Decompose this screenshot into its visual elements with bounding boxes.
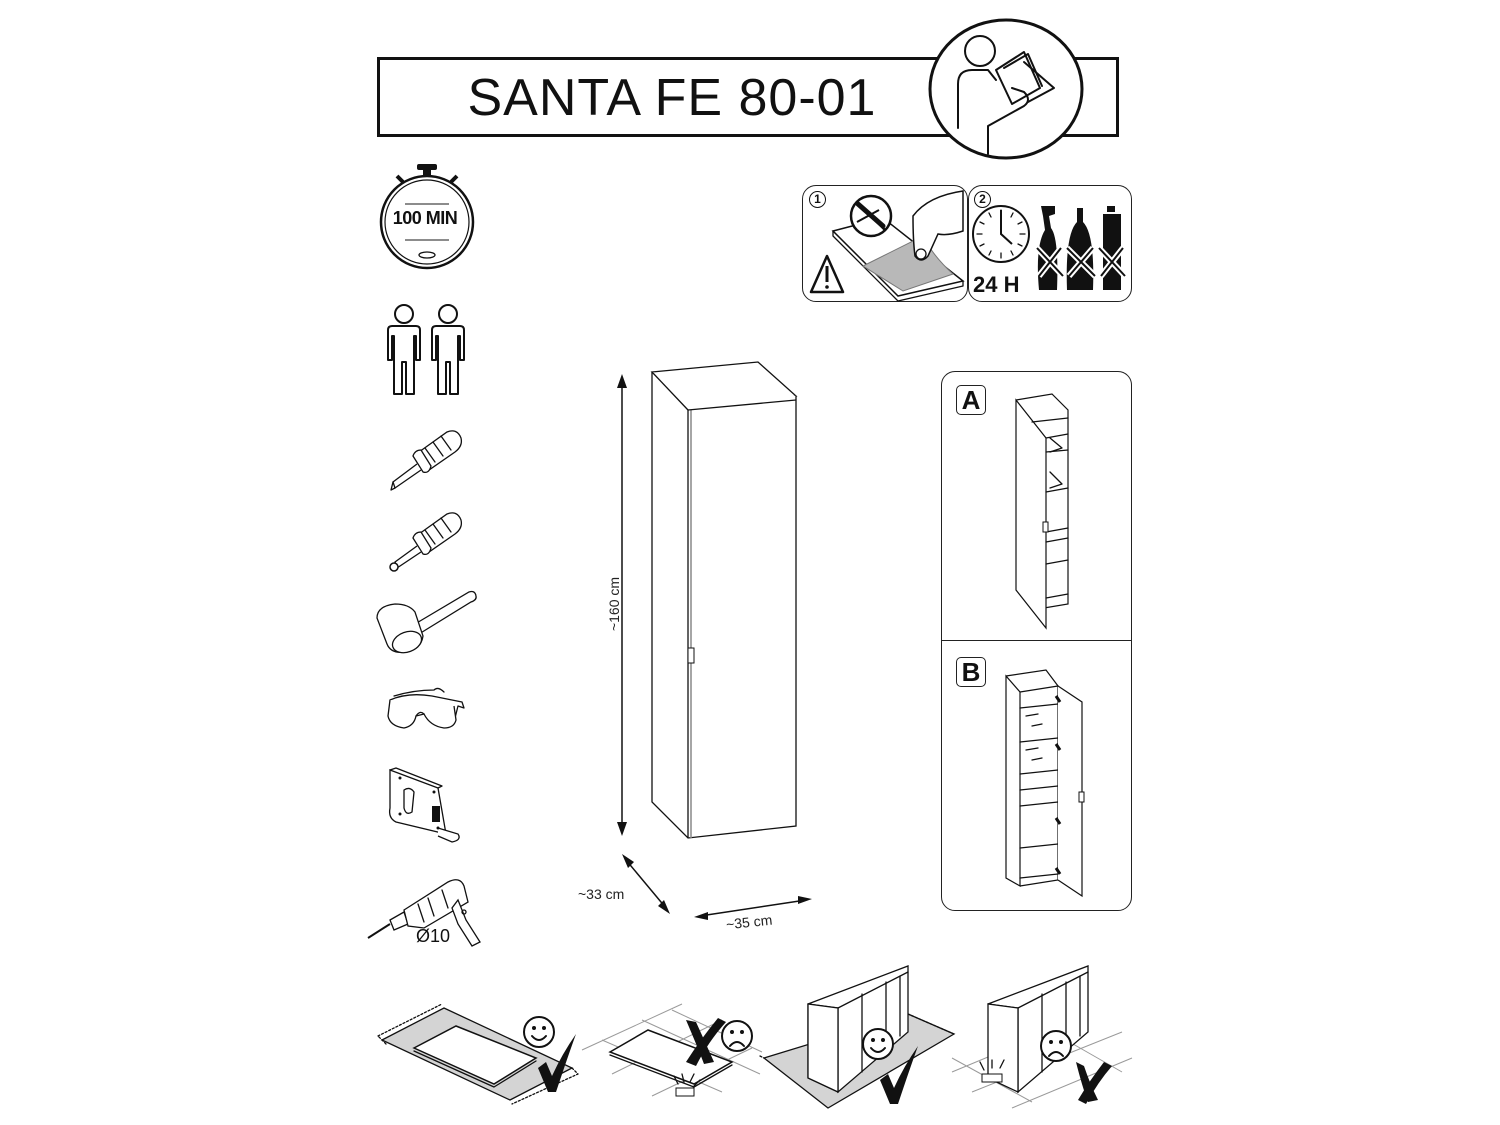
check-mark-icon [538,1034,576,1092]
tip-board-on-rug-correct [372,996,582,1105]
peel-film-hand-icon [912,190,964,261]
product-title: SANTA FE 80-01 [467,69,877,127]
no-bottle-cleaner-icon [1064,208,1098,290]
frown-face-icon [721,1020,753,1052]
assembly-time-label: 100 MIN [392,208,458,228]
cross-mark-icon [1076,1062,1112,1104]
tape-measure-icon [386,767,466,850]
smiley-face-icon [523,1016,555,1048]
flathead-screwdriver-icon [385,426,465,492]
cross-mark-icon [686,1018,726,1066]
width-dimension-arrow [694,896,812,920]
depth-dimension-arrow [622,854,670,914]
depth-dimension-label: ~33 cm [578,886,625,902]
no-spray-cleaner-icon [1034,206,1066,290]
tip-cabinet-on-rug-correct [758,962,958,1110]
clock-icon [972,205,1030,263]
damage-debris-icon [979,1059,1005,1083]
door-variant-panel: A B [941,371,1132,911]
height-dimension-arrow [617,374,627,836]
height-dimension-label: ~160 cm [606,576,622,632]
no-sharp-tools-icon [849,194,893,238]
cabinet-outline [650,361,798,839]
smiley-face-icon [862,1028,894,1060]
damage-debris-icon [673,1073,701,1097]
warning-triangle-icon [809,254,845,294]
variant-b-tag: B [956,657,986,687]
step-number: 1 [809,191,826,208]
stopwatch-icon: 100 MIN [375,164,475,270]
variant-a-cabinet-icon [1015,393,1069,630]
frown-face-icon [1040,1030,1072,1062]
no-aerosol-icon [1096,206,1128,290]
safety-glasses-icon [384,686,466,736]
rubber-mallet-icon [375,588,477,658]
power-drill-icon: Ø10 [367,872,488,950]
phillips-screwdriver-icon [385,508,465,574]
two-people-icon [384,302,470,396]
drill-bit-size-label: Ø10 [416,926,451,946]
tip-cabinet-on-floor-incorrect [951,962,1133,1110]
variant-divider [942,640,1131,641]
step-number: 2 [974,191,991,208]
cabinet-dimension-drawing [600,360,820,940]
check-mark-icon [880,1046,918,1104]
variant-b-cabinet-icon [1005,669,1085,898]
curing-time-label: 24 H [973,272,1020,297]
title-banner [377,57,1119,137]
variant-a-tag: A [956,385,986,415]
door-handle [687,647,695,664]
warning-panel-peel-film: 1 [802,185,968,302]
tip-board-on-floor-incorrect [581,1000,763,1100]
person-reading-manual-icon [928,18,1084,160]
warning-panel-curing-time: 2 24 H [968,185,1132,302]
